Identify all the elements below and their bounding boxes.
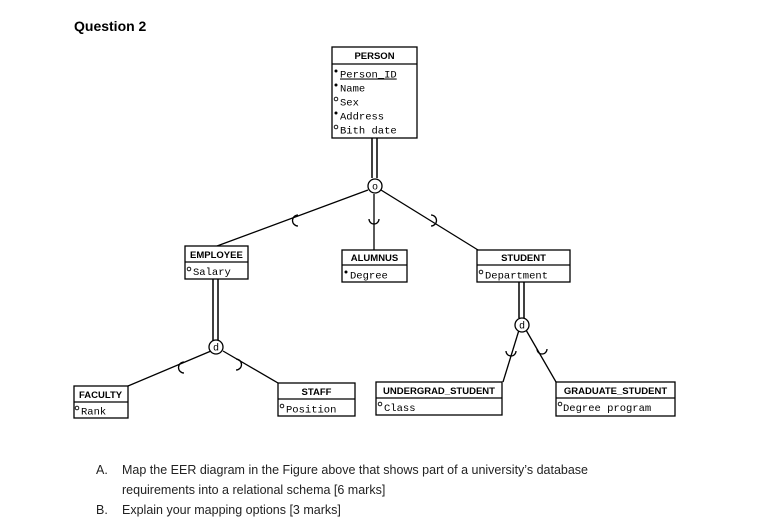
attribute: Department bbox=[485, 271, 548, 283]
attribute-bullet bbox=[478, 269, 484, 275]
key-attribute-bullet bbox=[334, 69, 338, 73]
entity-title: STAFF bbox=[302, 387, 332, 398]
specialization-student: d bbox=[514, 317, 530, 333]
key-attribute: Person_ID bbox=[340, 70, 397, 82]
entity-undergrad-student: UNDERGRAD_STUDENT Class bbox=[375, 381, 503, 416]
attribute-bullet bbox=[74, 405, 80, 411]
question-text-continued: requirements into a relational schema [6… bbox=[122, 483, 386, 497]
entity-title: GRADUATE_STUDENT bbox=[564, 386, 667, 397]
entity-faculty: FACULTY Rank bbox=[73, 385, 129, 419]
specialization-circle bbox=[208, 339, 224, 355]
attribute: Class bbox=[384, 403, 416, 415]
attribute-bullet bbox=[557, 401, 563, 407]
question-heading: Question 2 bbox=[74, 18, 147, 34]
subset-symbol bbox=[430, 214, 438, 227]
attribute: Degree program bbox=[563, 403, 651, 415]
entity-title: UNDERGRAD_STUDENT bbox=[383, 386, 495, 397]
attribute-bullet bbox=[377, 401, 383, 407]
line-d-staff bbox=[222, 350, 279, 384]
specialization-employee: d bbox=[208, 339, 224, 355]
entity-employee: EMPLOYEE Salary bbox=[184, 245, 249, 280]
entity-student: STUDENT Department bbox=[476, 249, 571, 283]
attribute-bullet bbox=[279, 403, 285, 409]
attribute: Salary bbox=[193, 267, 231, 279]
attribute: Address bbox=[340, 112, 384, 124]
attribute-bullet bbox=[334, 83, 338, 87]
attribute: Degree bbox=[350, 271, 388, 283]
question-text: Map the EER diagram in the Figure above … bbox=[122, 463, 588, 477]
attribute-bullet bbox=[333, 96, 339, 102]
subset-symbol bbox=[505, 350, 517, 357]
entity-title: ALUMNUS bbox=[351, 253, 399, 264]
specialization-label: d bbox=[519, 321, 525, 332]
subset-symbol bbox=[235, 358, 243, 371]
entity-alumnus: ALUMNUS Degree bbox=[341, 249, 408, 283]
entity-title: PERSON bbox=[354, 51, 394, 62]
entity-graduate-student: GRADUATE_STUDENT Degree program bbox=[555, 381, 676, 417]
entity-title: EMPLOYEE bbox=[190, 250, 243, 261]
subset-symbol bbox=[291, 214, 299, 227]
entity-title: FACULTY bbox=[79, 390, 123, 401]
attribute: Rank bbox=[81, 407, 106, 419]
connector-lines bbox=[127, 138, 557, 387]
line-d-graduate bbox=[525, 329, 557, 383]
question-item: A. Map the EER diagram in the Figure abo… bbox=[96, 460, 588, 500]
attribute: Name bbox=[340, 84, 365, 96]
subset-symbol bbox=[368, 218, 380, 225]
line-d-faculty bbox=[127, 350, 212, 387]
subset-symbol bbox=[536, 348, 548, 355]
attribute: Bith date bbox=[340, 126, 397, 138]
entity-title: STUDENT bbox=[501, 253, 546, 264]
specialization-person: o bbox=[367, 178, 383, 194]
specialization-circle bbox=[367, 178, 383, 194]
specialization-circle bbox=[514, 317, 530, 333]
question-letter: A. bbox=[96, 463, 108, 477]
attribute-bullet bbox=[333, 124, 339, 130]
entity-box bbox=[476, 249, 571, 283]
attribute: Position bbox=[286, 405, 336, 417]
entity-person: PERSON Person_ID Name Sex Address Bith d… bbox=[331, 46, 418, 139]
attribute: Sex bbox=[340, 98, 359, 110]
attribute-bullet bbox=[186, 266, 192, 272]
entity-box bbox=[341, 249, 408, 283]
line-o-student bbox=[380, 189, 479, 251]
entity-box bbox=[331, 46, 418, 139]
entity-box bbox=[555, 381, 676, 417]
attribute-bullet bbox=[334, 111, 338, 115]
subset-symbol bbox=[177, 361, 185, 374]
question-text: Explain your mapping options [3 marks] bbox=[122, 503, 341, 517]
attribute-bullet bbox=[344, 270, 348, 274]
entity-staff: STAFF Position bbox=[277, 382, 356, 417]
question-item: B. Explain your mapping options [3 marks… bbox=[96, 500, 588, 520]
question-letter: B. bbox=[96, 503, 108, 517]
specialization-label: d bbox=[213, 343, 219, 354]
question-list: A. Map the EER diagram in the Figure abo… bbox=[96, 460, 588, 520]
specialization-label: o bbox=[372, 182, 378, 193]
